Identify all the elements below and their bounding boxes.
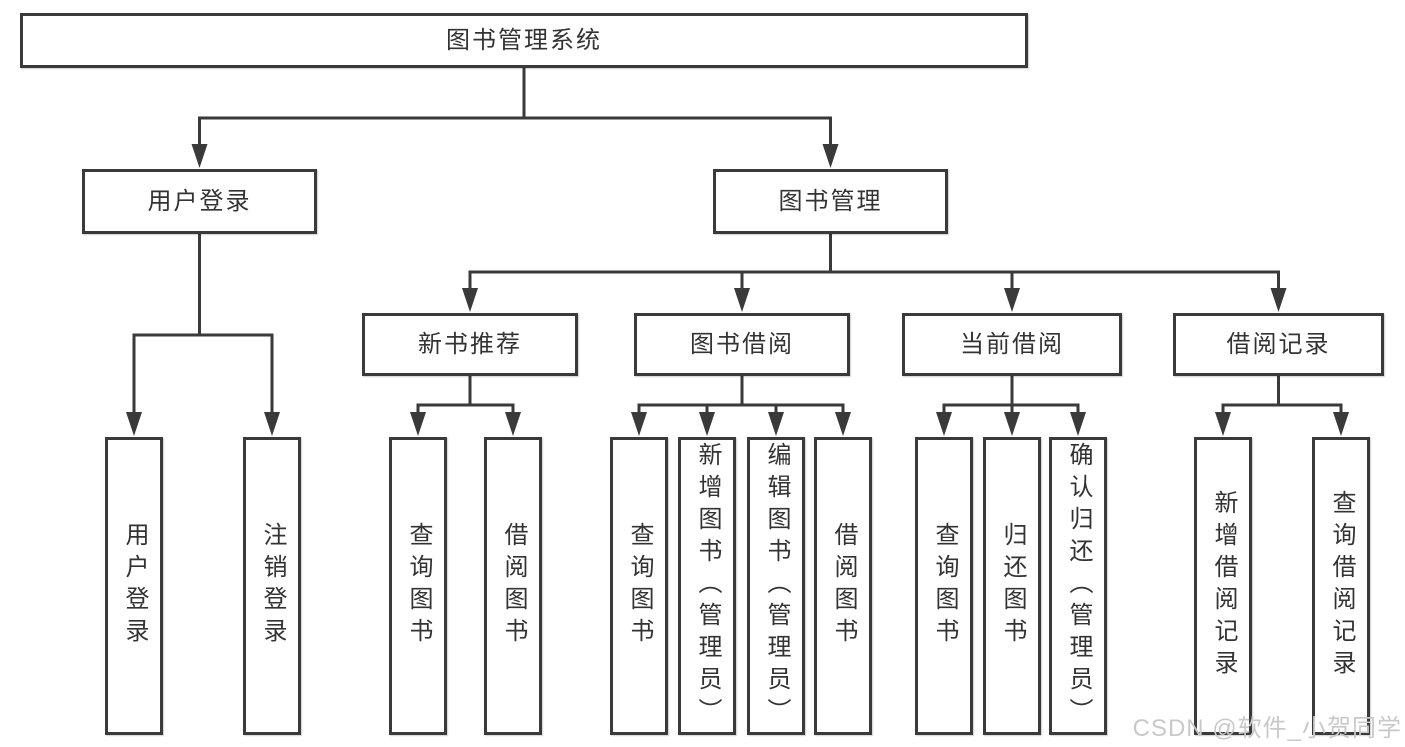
- node-root: 图书管理系统: [20, 13, 1028, 68]
- node-label: 借阅图书: [500, 522, 527, 650]
- node-label: 用户登录: [147, 187, 252, 215]
- node-new-book-rec: 新书推荐: [362, 313, 578, 376]
- node-leaf-logout: 注销登录: [243, 437, 301, 735]
- node-leaf-edit-book: 编辑图书（管理员）: [747, 437, 805, 735]
- node-leaf-query-book-rec: 查询图书: [389, 437, 447, 735]
- node-label: 新增借阅记录: [1210, 490, 1237, 682]
- node-user-login: 用户登录: [82, 169, 317, 234]
- node-label: 图书管理系统: [446, 26, 602, 54]
- node-label: 图书借阅: [690, 330, 794, 358]
- node-label: 查询图书: [626, 522, 653, 650]
- node-label: 图书管理: [778, 187, 883, 215]
- watermark: CSDN @软件_小贺同学: [1132, 715, 1402, 742]
- node-label: 查询图书: [931, 522, 958, 650]
- node-label: 新增图书（管理员）: [694, 442, 721, 730]
- node-label: 查询借阅记录: [1328, 490, 1355, 682]
- node-leaf-borrow-book2: 借阅图书: [814, 437, 872, 735]
- node-borrow-record: 借阅记录: [1173, 313, 1384, 376]
- node-label: 编辑图书（管理员）: [763, 442, 790, 730]
- node-leaf-add-record: 新增借阅记录: [1194, 437, 1252, 735]
- node-leaf-query-record: 查询借阅记录: [1312, 437, 1370, 735]
- node-current-borrow: 当前借阅: [902, 313, 1122, 376]
- node-book-borrow: 图书借阅: [634, 313, 850, 376]
- node-leaf-query-book-bor: 查询图书: [610, 437, 668, 735]
- node-leaf-confirm-return: 确认归还（管理员）: [1049, 437, 1107, 735]
- node-label: 注销登录: [259, 522, 286, 650]
- node-leaf-user-login: 用户登录: [105, 437, 163, 735]
- node-label: 借阅图书: [830, 522, 857, 650]
- node-book-mgmt: 图书管理: [713, 169, 948, 234]
- node-label: 当前借阅: [960, 330, 1064, 358]
- node-label: 查询图书: [405, 522, 432, 650]
- node-label: 用户登录: [121, 522, 148, 650]
- node-label: 确认归还（管理员）: [1065, 442, 1092, 730]
- node-label: 归还图书: [999, 522, 1026, 650]
- node-leaf-add-book: 新增图书（管理员）: [678, 437, 736, 735]
- node-label: 借阅记录: [1226, 330, 1331, 358]
- node-leaf-query-book-cur: 查询图书: [915, 437, 973, 735]
- node-leaf-return-book: 归还图书: [983, 437, 1041, 735]
- node-label: 新书推荐: [418, 330, 522, 358]
- node-leaf-borrow-book-rec: 借阅图书: [484, 437, 542, 735]
